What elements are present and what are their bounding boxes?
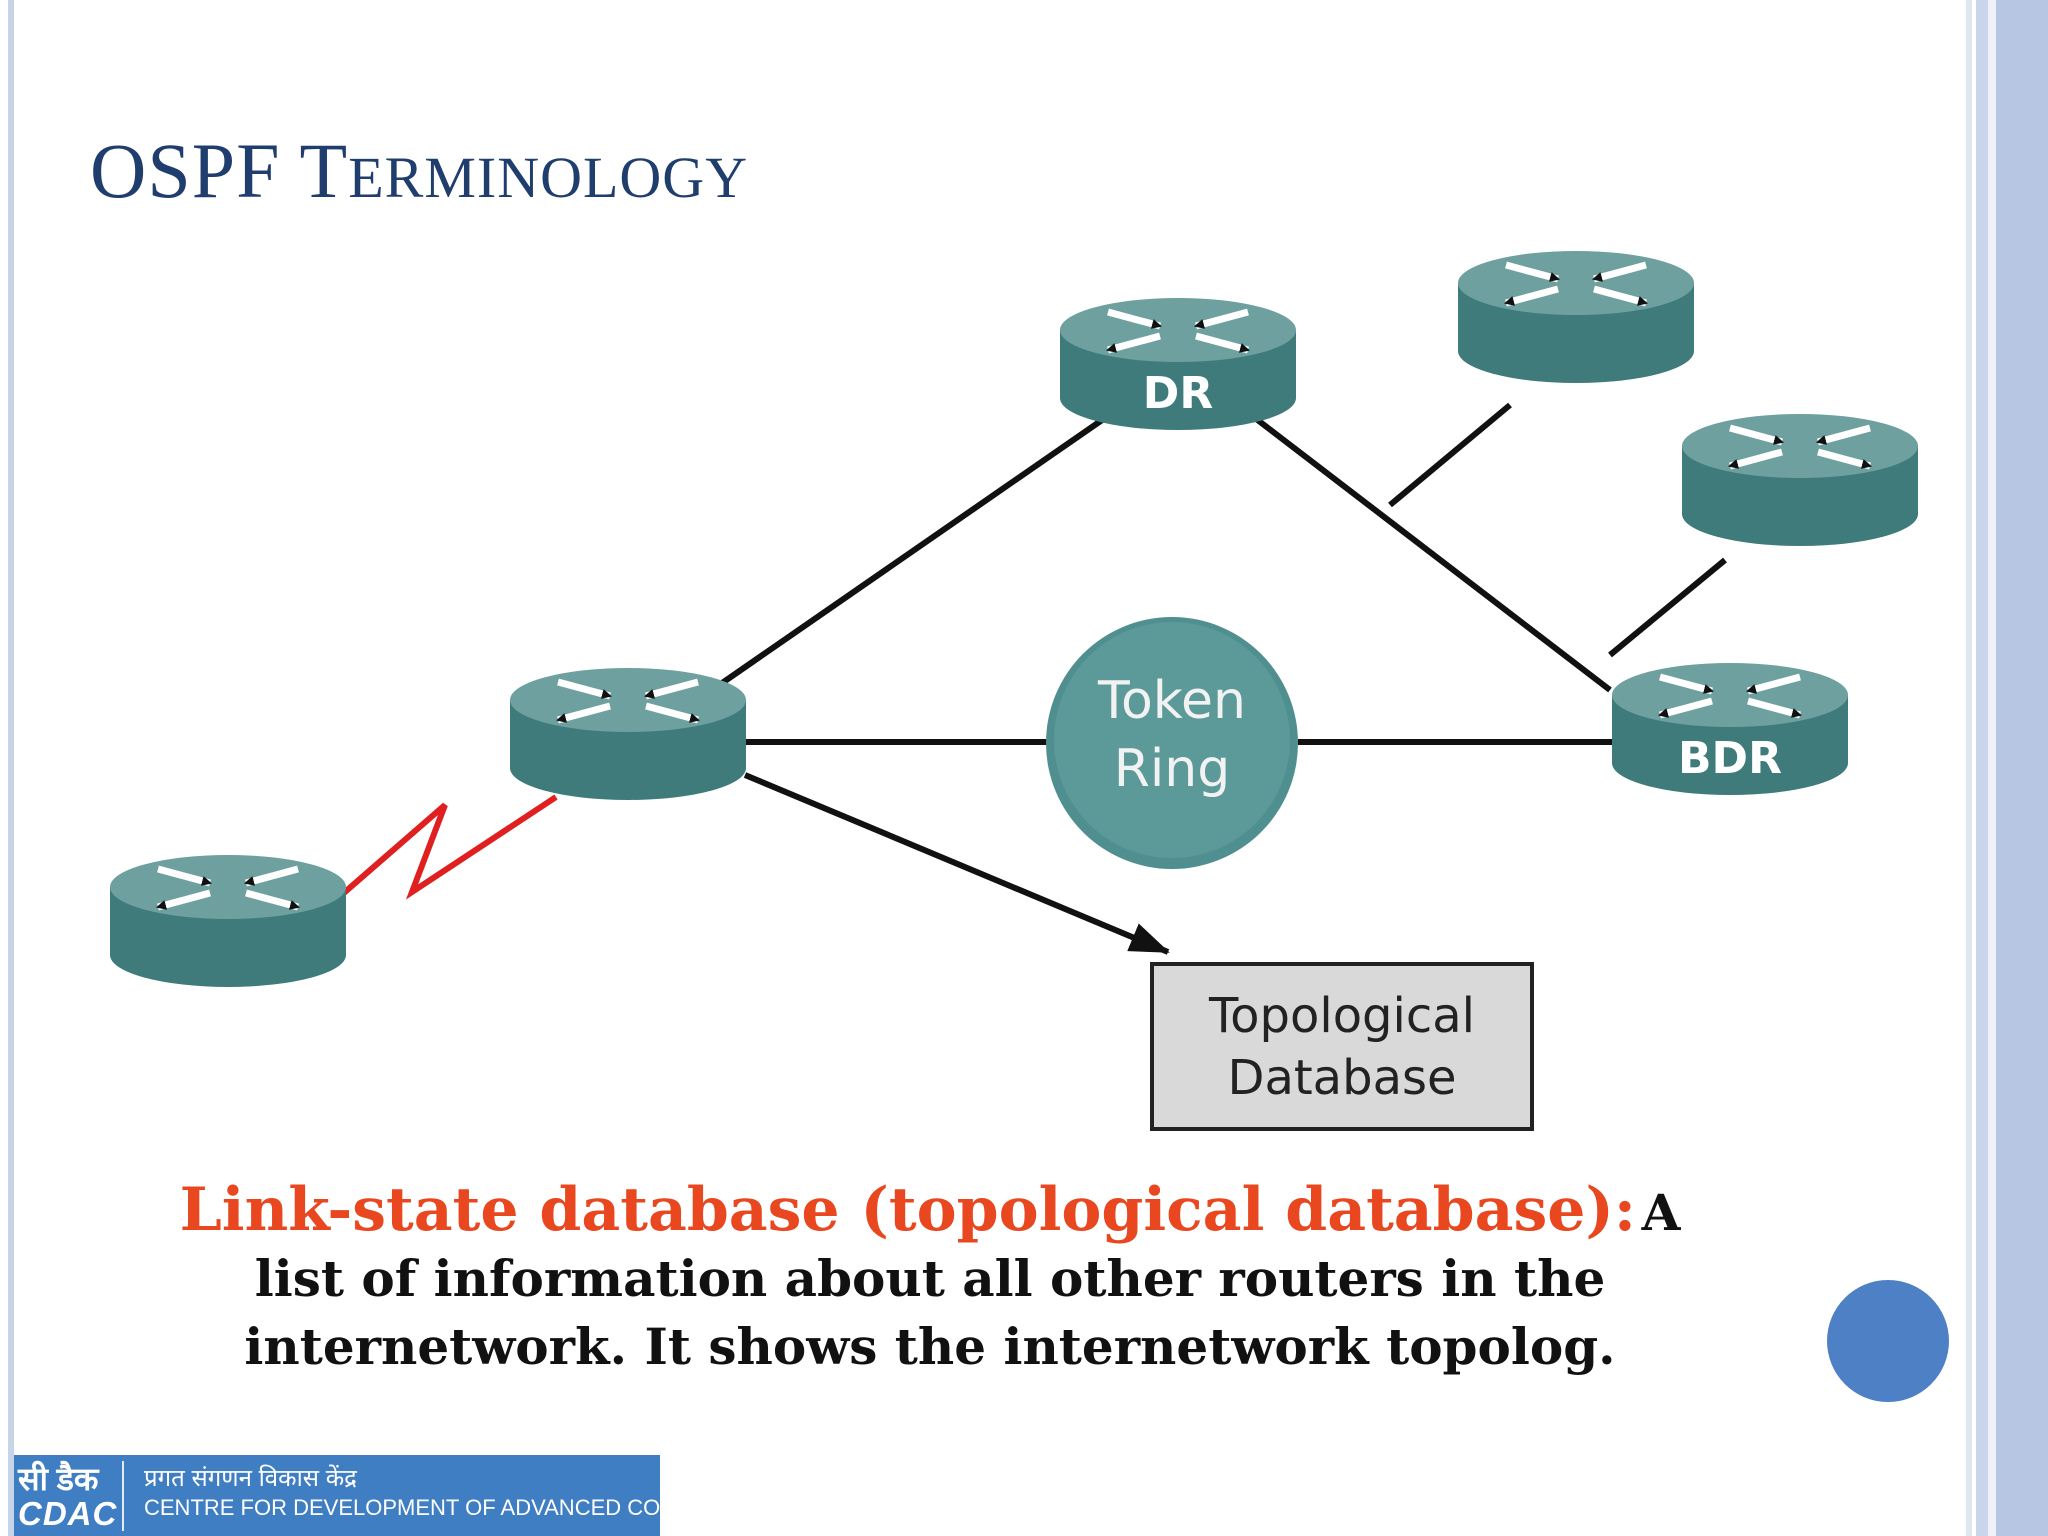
title-initial: OSPF T [90, 127, 349, 214]
link-dr-bdr [1253, 415, 1612, 693]
caption: Link-state database (topological databas… [120, 1175, 1740, 1381]
footer-banner: सी डैक CDAC प्रगत संगणन विकास केंद्र CEN… [14, 1455, 762, 1536]
caption-line1: Link-state database (topological databas… [120, 1175, 1740, 1245]
right-decorative-band [1966, 0, 2048, 1536]
router-arrows-icon [1658, 673, 1802, 719]
router-bdr: BDR [1612, 663, 1848, 795]
cdac-logo: CDAC [18, 1495, 118, 1532]
link-toprightrouter [1388, 402, 1512, 508]
decorative-circle [1827, 1280, 1949, 1402]
router-arrows-icon [1504, 261, 1648, 307]
slide-title: OSPF TERMINOLOGY [90, 126, 748, 216]
topological-database-box: Topological Database [1150, 962, 1534, 1131]
left-border [8, 0, 14, 1536]
caption-line3: internetwork. It shows the internetwork … [244, 1317, 1616, 1376]
database-line2: Database [1227, 1050, 1456, 1106]
arrow-to-database [743, 772, 1170, 955]
router-arrows-icon [156, 865, 300, 911]
router-label-dr: DR [1143, 368, 1213, 419]
footer-divider [122, 1461, 124, 1531]
router-arrows-icon [1728, 424, 1872, 470]
router-label-bdr: BDR [1678, 733, 1782, 784]
router-dr: DR [1060, 298, 1296, 430]
link-rightrouter [1608, 557, 1727, 658]
title-rest: ERMINOLOGY [348, 145, 749, 210]
router-arrows-icon [556, 678, 700, 724]
router-r-right [1682, 414, 1918, 546]
serial-link [328, 794, 558, 908]
token-ring-line2: Ring [1114, 739, 1231, 799]
caption-line2: list of information about all other rout… [254, 1249, 1606, 1308]
router-r-top-right [1458, 251, 1694, 383]
router-r-bottom-left [110, 855, 346, 987]
router-arrows-icon [1106, 308, 1250, 354]
link-center-dr [710, 415, 1107, 693]
router-layer: DR BDR [110, 251, 1918, 987]
router-r-center [510, 668, 746, 800]
database-line1: Topological [1208, 988, 1475, 1044]
cdac-logo-hindi: सी डैक [18, 1461, 99, 1497]
org-name-hindi: प्रगत संगणन विकास केंद्र [144, 1465, 357, 1492]
caption-term: Link-state database (topological databas… [179, 1175, 1636, 1245]
token-ring: Token Ring [1046, 617, 1298, 869]
caption-first-word: A [1641, 1183, 1681, 1242]
org-name-english: CENTRE FOR DEVELOPMENT OF ADVANCED COMPU… [144, 1495, 762, 1520]
token-ring-line1: Token [1097, 671, 1246, 731]
